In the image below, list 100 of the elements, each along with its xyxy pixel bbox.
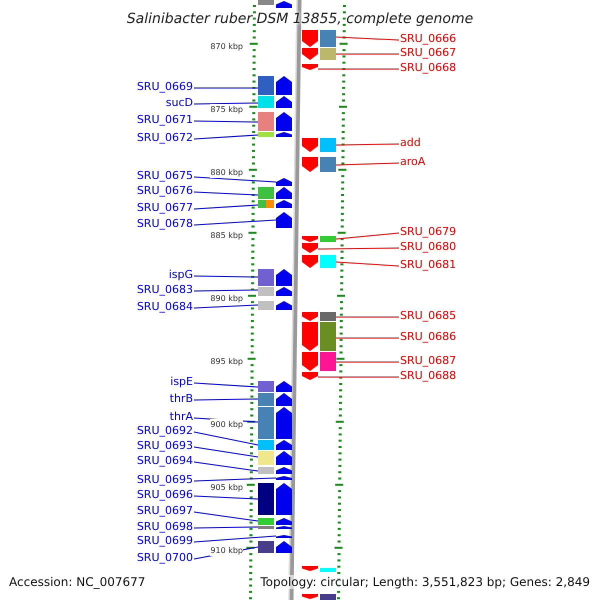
gene-block [258, 301, 292, 310]
leader-line [194, 432, 258, 446]
gene-block [258, 483, 292, 515]
gene-label: ispG [168, 268, 193, 282]
gene-label: SRU_0669 [136, 80, 193, 94]
leader-line [336, 232, 400, 240]
gene-label: SRU_0699 [136, 534, 193, 548]
gene-block [258, 132, 292, 137]
leader-line [194, 134, 258, 140]
gene-block [258, 269, 292, 286]
gene-label: SRU_0686 [400, 330, 456, 344]
leader-line [194, 526, 258, 528]
gene-block [258, 287, 292, 296]
gene-label: aroA [400, 155, 426, 169]
gene-label: SRU_0687 [400, 354, 456, 368]
gene-label: SRU_0677 [136, 201, 193, 215]
gene-block [258, 407, 292, 439]
gene-label: SRU_0688 [400, 369, 456, 383]
leader-line [194, 220, 276, 226]
gene-label: SRU_0666 [400, 32, 456, 46]
gene-block [258, 381, 292, 392]
gene-block [258, 518, 292, 525]
leader-line [318, 248, 400, 250]
gene-block [276, 476, 292, 480]
gene-label: SRU_0676 [136, 184, 193, 198]
gene-label: SRU_0667 [400, 46, 456, 60]
scale-label: 895 kbp [210, 356, 243, 367]
leader-line [194, 120, 258, 122]
gene-block [258, 541, 292, 553]
leader-line [194, 304, 258, 308]
gene-label: SRU_0698 [136, 520, 193, 534]
gene-block [302, 138, 336, 152]
gene-label: SRU_0672 [136, 131, 193, 145]
gene-block [258, 200, 292, 208]
leader-line [194, 478, 276, 482]
gene-label: SRU_0697 [136, 504, 193, 518]
leader-line [194, 446, 258, 458]
gene-label: SRU_0683 [136, 283, 193, 297]
gene-label: thrB [170, 392, 193, 406]
leader-line [194, 276, 258, 278]
gene-label: SRU_0684 [136, 300, 193, 314]
gene-label: SRU_0680 [400, 240, 456, 254]
gene-block [258, 96, 292, 108]
gene-block [302, 157, 336, 172]
gene-label: SRU_0678 [136, 217, 193, 231]
gene-block [258, 451, 292, 465]
gene-label: SRU_0696 [136, 488, 193, 502]
gene-block [276, 535, 292, 538]
gene-block [302, 322, 336, 351]
leader-line [194, 204, 258, 210]
gene-label: SRU_0700 [136, 551, 193, 565]
gene-block [302, 243, 318, 253]
gene-block [258, 467, 292, 474]
gene-block [258, 440, 292, 450]
scale-label: 900 kbp [210, 419, 243, 430]
leader-line [336, 144, 400, 146]
leader-line [336, 262, 400, 266]
gene-block [302, 30, 336, 47]
scale-label: 905 kbp [210, 482, 243, 493]
leader-line [318, 376, 400, 378]
leader-line [194, 102, 258, 104]
gene-block [302, 236, 336, 242]
leader-line [194, 462, 258, 472]
gene-block [258, 393, 292, 406]
gene-label: SRU_0675 [136, 169, 193, 183]
gene-block [302, 48, 336, 60]
gene-label: add [400, 136, 421, 150]
gene-label: ispE [170, 375, 193, 389]
gene-label: SRU_0692 [136, 424, 193, 438]
gene-block [258, 187, 292, 199]
gene-label: SRU_0685 [400, 309, 456, 323]
gene-label: SRU_0681 [400, 258, 456, 272]
gene-label: sucD [166, 96, 193, 110]
leader-line [318, 68, 400, 70]
scale-label: 880 kbp [210, 167, 243, 178]
leader-line [194, 536, 276, 542]
scale-label: 885 kbp [210, 230, 243, 241]
genome-info-label: Topology: circular; Length: 3,551,823 bp; Genes: 2,849 [260, 575, 590, 589]
gene-label: SRU_0679 [400, 225, 456, 239]
gene-block [302, 352, 336, 371]
gene-block [302, 255, 336, 268]
leader-line [336, 36, 400, 40]
gene-label: SRU_0694 [136, 454, 193, 468]
gene-label: SRU_0668 [400, 61, 456, 75]
leader-line [194, 382, 258, 388]
gene-block [258, 526, 292, 529]
leader-line [336, 162, 400, 166]
leader-line [194, 512, 258, 522]
gene-label: SRU_0693 [136, 439, 193, 453]
scale-label: 875 kbp [210, 104, 243, 115]
gene-label: SRU_0671 [136, 113, 193, 127]
leader-line [194, 496, 258, 500]
leader-line [194, 176, 276, 182]
gene-block [302, 64, 318, 70]
gene-block [258, 112, 292, 131]
gene-label: thrA [170, 410, 193, 424]
title: Salinibacter ruber DSM 13855, complete genome [126, 11, 474, 27]
leader-line [194, 290, 258, 292]
gene-block [276, 212, 292, 228]
leader-line [336, 316, 400, 318]
